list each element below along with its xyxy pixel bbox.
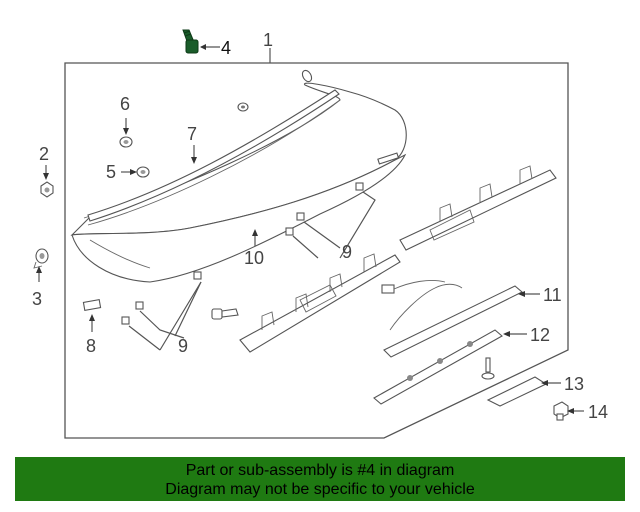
banner-line-2: Diagram may not be specific to your vehi… <box>165 481 475 498</box>
banner-line-1: Part or sub-assembly is #4 in diagram <box>185 462 455 479</box>
callout-1[interactable]: 1 <box>263 30 273 50</box>
clips-part-9-left <box>121 271 202 325</box>
callout-9-lower[interactable]: 9 <box>178 336 188 356</box>
callout-12[interactable]: 12 <box>530 325 550 345</box>
callout-8[interactable]: 8 <box>86 336 96 356</box>
grommet-part-6 <box>119 136 133 148</box>
bolt-part-4[interactable] <box>182 29 199 54</box>
plate-part-13 <box>486 376 548 407</box>
upper-bracket <box>399 165 557 251</box>
fastener-part-14 <box>553 401 569 421</box>
assembly-frame <box>64 62 569 439</box>
cap-part-3 <box>33 248 49 269</box>
mounting-bracket <box>239 253 401 353</box>
bolt-mid <box>211 308 239 320</box>
callout-4[interactable]: 4 <box>221 38 231 58</box>
gasket-part-12 <box>373 329 503 405</box>
callout-6[interactable]: 6 <box>120 94 130 114</box>
info-banner: Part or sub-assembly is #4 in diagram Di… <box>15 457 625 501</box>
light-bar-part-11 <box>381 279 523 358</box>
callout-7[interactable]: 7 <box>187 124 197 144</box>
clips-part-9-upper <box>285 182 364 236</box>
screw <box>481 357 495 380</box>
clip-part-5 <box>136 166 150 178</box>
callout-2[interactable]: 2 <box>39 144 49 164</box>
trim-strip-part-7 <box>87 89 340 222</box>
callout-13[interactable]: 13 <box>564 374 584 394</box>
callout-3[interactable]: 3 <box>32 289 42 309</box>
callout-11[interactable]: 11 <box>543 285 562 305</box>
callout-10[interactable]: 10 <box>244 248 264 268</box>
callout-14[interactable]: 14 <box>588 402 608 422</box>
nut-part-2 <box>40 181 54 198</box>
callout-9-upper[interactable]: 9 <box>342 242 352 262</box>
parts-diagram: 1 4 7 6 5 <box>32 29 608 439</box>
callout-5[interactable]: 5 <box>106 162 116 182</box>
pad-part-8 <box>82 299 102 311</box>
